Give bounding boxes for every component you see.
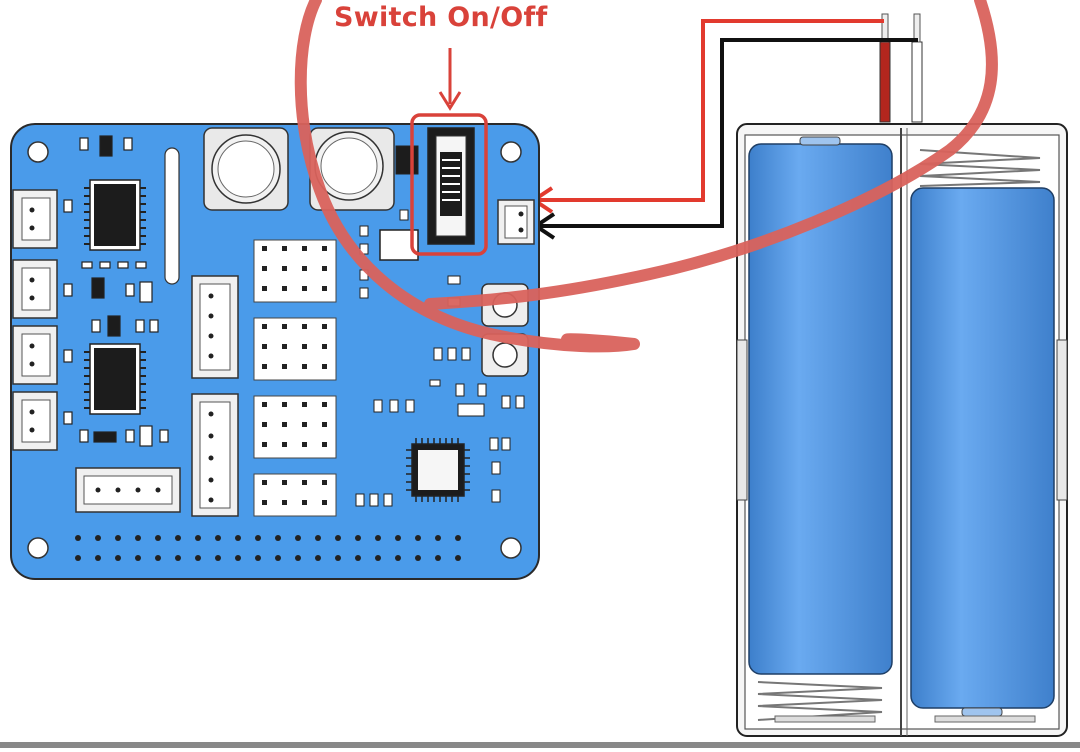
gpio-header xyxy=(75,535,461,561)
switch-on-off-label: Switch On/Off xyxy=(334,2,548,33)
red-lead xyxy=(879,41,891,123)
label-arrowhead xyxy=(438,91,462,111)
battery-leads xyxy=(879,13,923,123)
red-wire xyxy=(536,19,884,202)
microcontroller-chip xyxy=(406,438,470,502)
board-slot xyxy=(164,147,180,285)
smd-components xyxy=(63,135,169,447)
inductor-left xyxy=(203,127,289,211)
mounting-hole xyxy=(27,537,49,559)
bottom-border xyxy=(0,742,1080,748)
battery-connector xyxy=(497,199,535,245)
pcb-board xyxy=(10,123,540,580)
mounting-hole xyxy=(27,141,49,163)
battery-cell-right xyxy=(910,187,1055,709)
power-switch[interactable] xyxy=(427,127,475,245)
spring-bottom-left xyxy=(757,681,883,721)
motor-driver-chip-1 xyxy=(84,179,146,251)
spring-top-right xyxy=(919,149,1041,187)
mounting-hole xyxy=(500,537,522,559)
switch-highlight-box xyxy=(410,113,488,256)
black-wire xyxy=(538,38,918,228)
vertical-connector-1 xyxy=(191,275,239,379)
motor-connectors xyxy=(12,189,58,451)
vertical-connector-2 xyxy=(191,393,239,517)
servo-header-block xyxy=(253,239,337,517)
highlight-scribble xyxy=(294,0,998,353)
mounting-hole xyxy=(500,141,522,163)
inductor-right xyxy=(309,127,395,211)
motor-driver-chip-2 xyxy=(84,343,146,415)
servo-pins xyxy=(262,246,327,505)
battery-holder xyxy=(736,123,1068,737)
white-lead xyxy=(911,41,923,123)
horizontal-connector xyxy=(75,467,181,513)
